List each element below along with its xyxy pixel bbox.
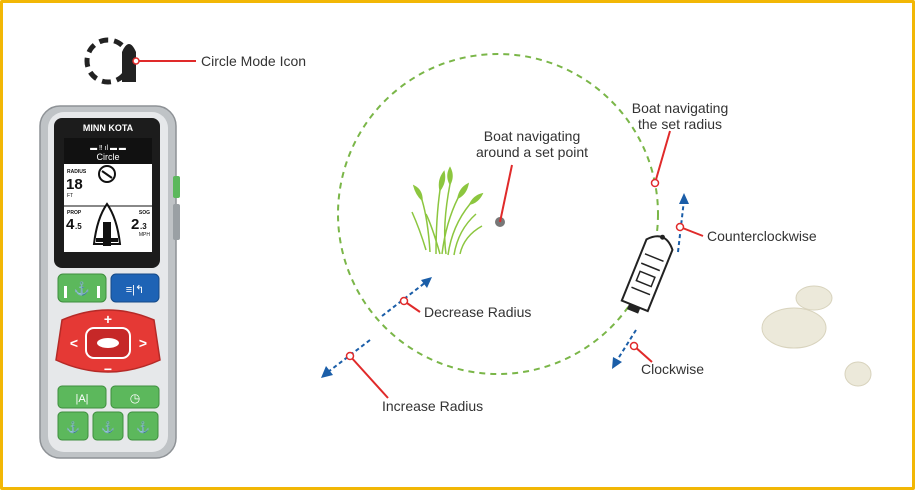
remote-plus-button[interactable]: +	[104, 311, 112, 327]
label-boat-set-radius: Boat navigating the set radius	[610, 100, 750, 132]
remote-sog-label: SOG	[139, 210, 150, 216]
svg-text:◷: ◷	[130, 391, 140, 405]
clockwise-arrow	[615, 329, 637, 363]
label-increase-radius: Increase Radius	[382, 398, 484, 414]
remote-sog-unit: MPH	[139, 232, 151, 238]
circle-path	[337, 53, 659, 375]
boat-icon	[620, 234, 674, 314]
decrease-radius-arrow	[381, 281, 427, 317]
svg-text:|A|: |A|	[75, 393, 88, 405]
svg-text:⚓: ⚓	[136, 421, 150, 434]
weeds-icon	[411, 166, 484, 256]
counterclockwise-arrowhead	[679, 193, 689, 204]
callout-line-set-radius	[654, 130, 671, 184]
remote-brand: MINN KOTA	[83, 123, 134, 133]
remote-prop-label: PROP	[67, 210, 82, 216]
decrease-radius-arrowhead	[421, 277, 432, 288]
remote-status-icons: ▬ ‼ ıl ▬ ▬	[90, 145, 126, 152]
callout-dot-circle-mode	[132, 57, 140, 65]
remote-sog-value-int: 2	[131, 216, 139, 233]
clockwise-arrowhead	[612, 357, 622, 369]
label-boat-set-radius-line2: the set radius	[637, 116, 723, 132]
remote-radius-unit: FT	[67, 193, 73, 199]
label-decrease-radius: Decrease Radius	[424, 304, 532, 320]
label-clockwise: Clockwise	[641, 361, 705, 377]
label-boat-set-point-line2: around a set point	[475, 144, 589, 160]
label-boat-set-radius-line1: Boat navigating	[631, 100, 729, 116]
label-counterclockwise: Counterclockwise	[707, 228, 817, 244]
counterclockwise-arrow	[677, 199, 685, 253]
remote-control: ⚓ ≡|↰ |A| ◷ ⚓ ⚓ ⚓	[39, 105, 180, 459]
svg-text:⚓: ⚓	[74, 281, 90, 296]
circle-mode-icon	[84, 37, 136, 85]
remote-minus-button[interactable]: −	[104, 361, 112, 377]
remote-radius-value: 18	[66, 176, 83, 193]
label-circle-mode-icon: Circle Mode Icon	[201, 53, 307, 69]
increase-radius-arrow	[327, 339, 371, 373]
callout-dot-counterclockwise	[675, 222, 685, 232]
rocks-icon	[761, 285, 872, 387]
remote-prop-value-dec: .5	[75, 222, 82, 231]
label-boat-set-point-line1: Boat navigating	[483, 128, 581, 144]
svg-text:≡|↰: ≡|↰	[126, 284, 145, 296]
callout-line-set-point	[499, 164, 513, 223]
remote-prop-value-int: 4	[66, 216, 75, 233]
increase-radius-arrowhead	[321, 366, 333, 378]
callout-dot-set-radius	[650, 178, 660, 188]
remote-mode-title: Circle	[96, 152, 119, 162]
remote-sog-value-dec: .3	[140, 222, 147, 231]
callout-line-increase-radius	[349, 355, 389, 399]
svg-text:⚓: ⚓	[66, 421, 80, 434]
remote-radius-label: RADIUS	[67, 169, 87, 175]
label-boat-set-point: Boat navigating around a set point	[462, 128, 602, 160]
remote-left-button[interactable]: <	[70, 335, 78, 351]
svg-text:⚓: ⚓	[101, 421, 115, 434]
callout-dot-clockwise	[629, 341, 639, 351]
remote-right-button[interactable]: >	[139, 335, 147, 351]
callout-dot-increase-radius	[345, 351, 355, 361]
callout-dot-decrease-radius	[399, 296, 409, 306]
